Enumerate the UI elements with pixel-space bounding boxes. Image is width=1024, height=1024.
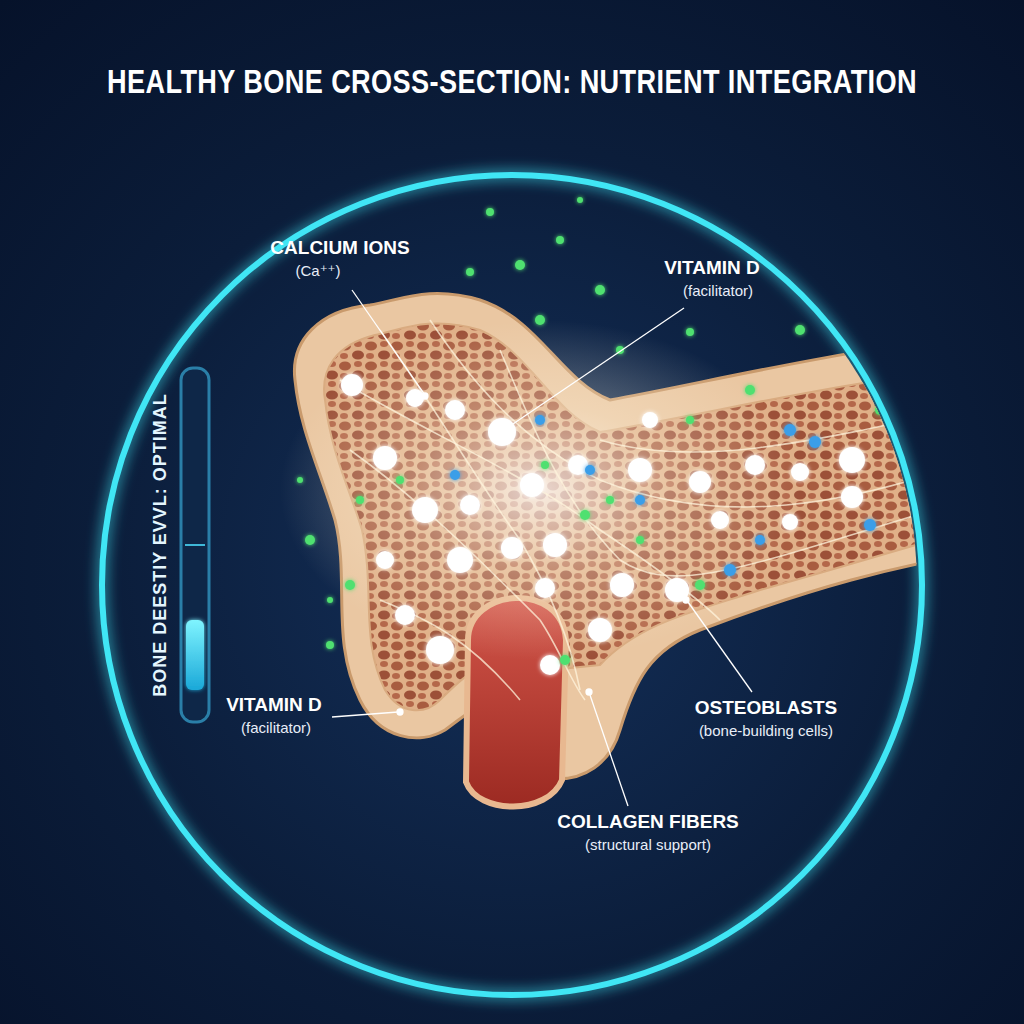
- callout-note: (structural support): [585, 836, 711, 853]
- callout-note: (facilitator): [241, 719, 311, 736]
- diagram-title: HEALTHY BONE CROSS-SECTION: NUTRIENT INT…: [107, 62, 917, 101]
- density-level: [186, 620, 204, 690]
- vitamin-d-particles: [297, 197, 923, 665]
- callout-title: OSTEOBLASTS: [695, 697, 838, 719]
- density-readout: BONE DEESTIY EVVL: OPTIMAL: [150, 393, 171, 697]
- callout-title: COLLAGEN FIBERS: [557, 811, 739, 833]
- mineral-particles: [450, 415, 876, 576]
- callout-title: VITAMIN D: [664, 257, 760, 279]
- leader-lines: [332, 290, 752, 806]
- callout-note: (bone-building cells): [699, 722, 833, 739]
- collagen-fibers: [340, 320, 1000, 700]
- callout-title: VITAMIN D: [226, 694, 322, 716]
- density-bar: [181, 368, 209, 722]
- callout-title: CALCIUM IONS: [270, 237, 409, 259]
- callout-note: (facilitator): [683, 282, 753, 299]
- calcium-ions: [341, 374, 865, 675]
- callout-note: (Ca⁺⁺): [296, 262, 341, 280]
